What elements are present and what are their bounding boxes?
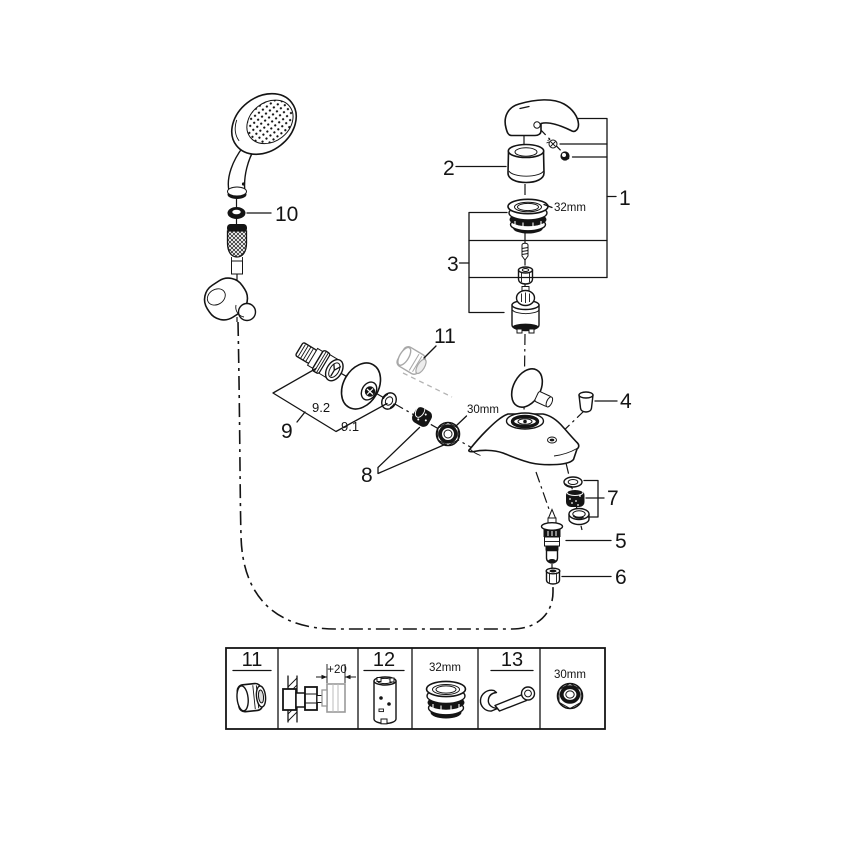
ghost-insert-direction: [402, 372, 453, 398]
mounting-ring-32mm: [507, 198, 549, 234]
callout-brackets: [455, 117, 617, 314]
lever-handle: [504, 99, 580, 137]
hose-nut-part6: [545, 567, 561, 585]
ring-part7: [568, 507, 590, 526]
legend-wrench: [479, 686, 536, 712]
mixer-body-group: [468, 368, 580, 466]
check-valve-part8: [411, 404, 433, 427]
handle-screw-nut: [560, 151, 570, 161]
union-nut-30mm-part8: [435, 421, 461, 447]
legend-label-11: 11: [242, 649, 263, 671]
wall-holder-bracket: [203, 277, 257, 322]
leader-30mm: [455, 415, 468, 427]
bracket-7: [583, 479, 605, 518]
handle-screw-hole: [533, 121, 541, 129]
diverter-cartridge-part5: [540, 508, 564, 564]
cartridge-seat: [505, 412, 545, 430]
callout-5: 5: [615, 530, 627, 553]
callout-8: 8: [361, 464, 373, 487]
callout-11: 11: [434, 325, 456, 348]
shower-head: [230, 92, 298, 156]
handle-assembly: [504, 99, 580, 334]
callout-3: 3: [447, 253, 459, 276]
washer-part9-1: [381, 392, 397, 410]
hose-cone-connector: [226, 224, 248, 275]
washer-part7: [563, 476, 583, 488]
callout-1: 1: [619, 187, 631, 210]
callout-4: 4: [620, 390, 632, 413]
o-ring-part10: [227, 207, 246, 219]
callout-9-1: 9.1: [341, 419, 359, 434]
legend-plug: [236, 682, 267, 713]
legend-socket-tool: [373, 676, 397, 725]
legend-cap-nut: [556, 682, 584, 710]
size-label-32mm: 32mm: [554, 202, 586, 214]
aerator-set-part7: [563, 476, 590, 526]
legend-table: 11 +20 12: [225, 647, 606, 730]
handle-screw: [546, 139, 558, 149]
insert-part7: [566, 489, 585, 507]
cartridge-part3: [511, 286, 540, 334]
cartridge-fixing-screw: [521, 242, 529, 261]
diverter-hole: [547, 436, 557, 444]
legend-label-30mm: 30mm: [554, 669, 586, 681]
plug-part4: [578, 391, 594, 413]
callout-10: 10: [275, 203, 298, 226]
legend-dimension: +20: [327, 664, 347, 676]
legend-label-13: 13: [501, 649, 523, 671]
legend-label-12: 12: [373, 649, 395, 671]
handle-cap-part2: [507, 143, 545, 184]
legend-mounting-ring: [425, 680, 467, 719]
callout-9: 9: [281, 420, 293, 443]
body-nipple: [534, 391, 554, 408]
callout-2: 2: [443, 157, 455, 180]
callout-9-2: 9.2: [312, 400, 330, 415]
callout-7: 7: [607, 487, 619, 510]
callout-6: 6: [615, 566, 627, 589]
bracket-9: [272, 367, 388, 433]
plug-ghost-part11: [396, 346, 427, 375]
hand-shower-assembly: [203, 92, 298, 322]
legend-label-32mm: 32mm: [429, 662, 461, 674]
cartridge-nut: [517, 266, 534, 285]
shower-hose: [237, 321, 554, 630]
escutcheon-part9-1: [340, 362, 382, 410]
leader-11: [423, 345, 437, 359]
legend-wall-extension: +20: [282, 664, 356, 723]
size-label-30mm: 30mm: [467, 404, 499, 416]
s-union-part9-2: [295, 342, 344, 382]
bracket-8: [377, 426, 447, 475]
